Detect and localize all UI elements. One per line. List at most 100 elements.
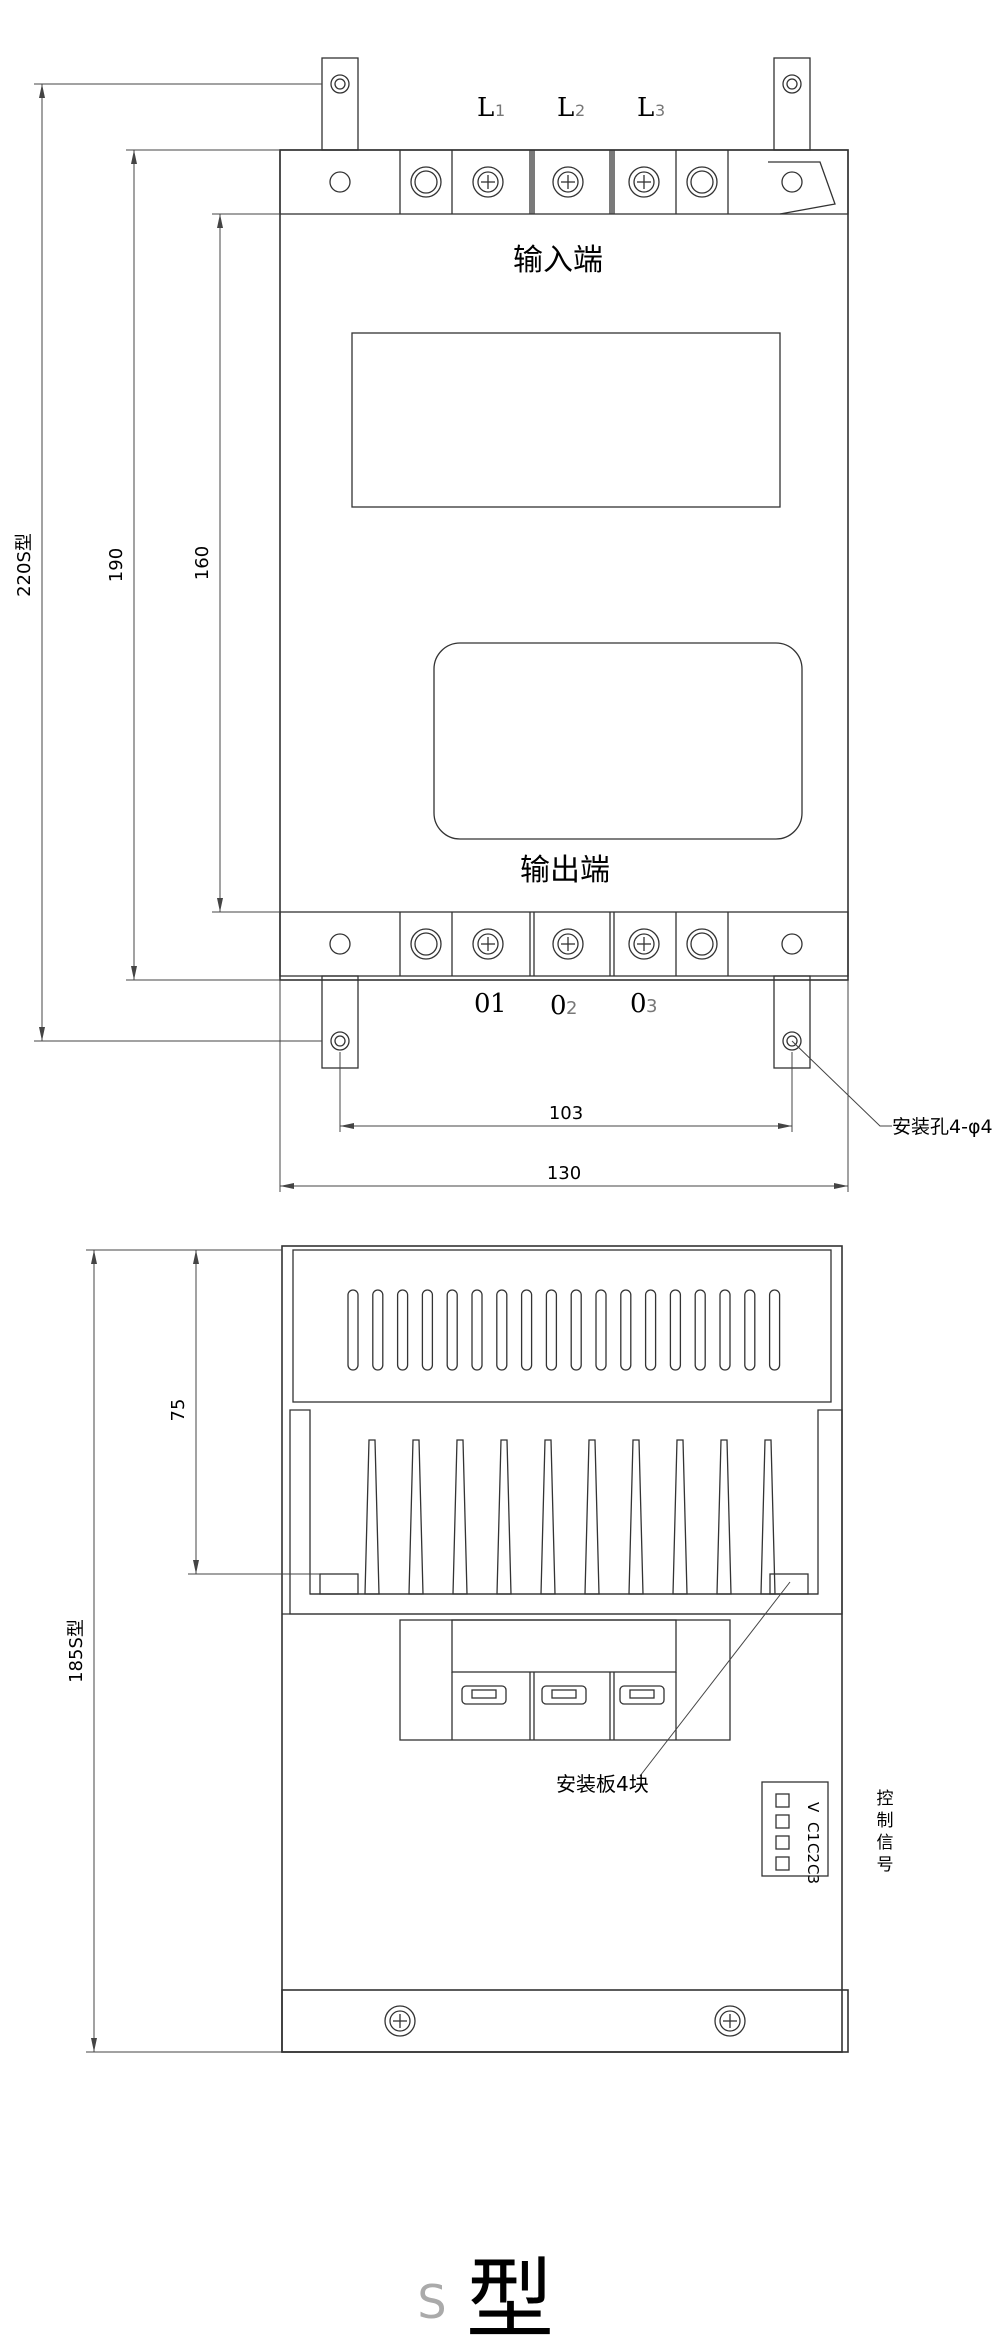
vent-slot bbox=[421, 1289, 434, 1371]
vent-slot bbox=[347, 1289, 359, 1371]
vent-slot bbox=[396, 1289, 409, 1371]
vent-slot bbox=[446, 1289, 458, 1371]
dim-103: 103 bbox=[339, 1052, 793, 1132]
label-01-main: 0 bbox=[474, 989, 491, 1019]
label-02-sub: 2 bbox=[566, 998, 577, 1019]
heatsink-fin bbox=[760, 1439, 776, 1595]
vent-slot bbox=[644, 1289, 657, 1371]
heatsink-fin bbox=[452, 1439, 468, 1595]
top-left-hole bbox=[329, 171, 351, 193]
mount-plate-note: 安装板4块 bbox=[556, 1581, 791, 1796]
svg-text:号: 号 bbox=[877, 1855, 894, 1875]
side-view: 75 185S型 安装板4块 V C1 C2 C3 控 制 信 bbox=[66, 1245, 894, 2053]
svg-text:185S型: 185S型 bbox=[66, 1619, 87, 1683]
output-end-title: 输出端 bbox=[520, 853, 610, 888]
side-terminal-block bbox=[399, 1619, 731, 1741]
input-terminal-labels: L 1 L 2 L 3 bbox=[477, 93, 665, 123]
vent-slot bbox=[545, 1289, 558, 1371]
vent-slot bbox=[719, 1289, 731, 1371]
pin-label-c2: C2 bbox=[804, 1843, 822, 1863]
vent-slot bbox=[595, 1289, 607, 1371]
svg-text:控: 控 bbox=[877, 1789, 894, 1809]
label-l1-sub: 1 bbox=[495, 101, 505, 120]
output-screw-03 bbox=[628, 928, 660, 960]
pin-label-c1: C1 bbox=[804, 1822, 822, 1842]
heatsink-fins bbox=[364, 1439, 776, 1595]
input-terminal-strip bbox=[279, 149, 849, 215]
label-l2-sub: 2 bbox=[575, 101, 585, 120]
output-terminal-strip bbox=[279, 911, 849, 977]
heatsink-fin bbox=[540, 1439, 556, 1595]
bottom-right-hole bbox=[781, 933, 803, 955]
input-aux-terminal-left bbox=[410, 166, 442, 198]
vent-slot bbox=[669, 1289, 682, 1371]
dim-185: 185S型 bbox=[66, 1249, 282, 2053]
svg-text:160: 160 bbox=[192, 546, 213, 580]
heatsink-fin bbox=[628, 1439, 644, 1595]
svg-text:220S型: 220S型 bbox=[14, 533, 35, 597]
output-aux-terminal-right bbox=[686, 928, 718, 960]
connector-pin bbox=[775, 1814, 790, 1829]
pin-label-v: V bbox=[804, 1802, 822, 1813]
heatsink-fin bbox=[496, 1439, 512, 1595]
dim-75: 75 bbox=[168, 1249, 320, 1575]
side-body-outline bbox=[281, 1245, 843, 2053]
heatsink-fin bbox=[672, 1439, 688, 1595]
connector-pin bbox=[775, 1793, 790, 1808]
vent-slot bbox=[694, 1289, 706, 1371]
mount-hole-note: 安装孔4-φ4 bbox=[791, 1040, 993, 1138]
input-aux-terminal-right bbox=[686, 166, 718, 198]
input-screw-l3 bbox=[628, 166, 660, 198]
label-l3-main: L bbox=[637, 93, 654, 123]
vent-slot bbox=[471, 1289, 483, 1371]
dim-190: 190 bbox=[106, 149, 280, 981]
dim-160: 160 bbox=[192, 213, 280, 913]
display-window bbox=[351, 332, 781, 508]
label-01-sub: 1 bbox=[490, 989, 507, 1019]
bottom-left-hole bbox=[329, 933, 351, 955]
svg-text:103: 103 bbox=[549, 1103, 583, 1124]
type-footer: S 型 bbox=[417, 2248, 554, 2342]
connector-pin bbox=[775, 1856, 790, 1871]
vent-slot bbox=[496, 1289, 508, 1371]
vent-slot bbox=[570, 1289, 582, 1371]
label-03-main: 0 bbox=[630, 989, 647, 1019]
connector-pin bbox=[775, 1835, 790, 1850]
label-03-sub: 3 bbox=[646, 996, 657, 1017]
heatsink-fin bbox=[716, 1439, 732, 1595]
bottom-mount-plate bbox=[281, 1989, 849, 2053]
vent-slot bbox=[372, 1289, 384, 1371]
vent-slot bbox=[744, 1289, 756, 1371]
type-char: 型 bbox=[466, 2248, 554, 2342]
type-prefix: S bbox=[417, 2275, 446, 2329]
output-screw-02 bbox=[552, 928, 584, 960]
output-terminal-labels: 0 1 0 2 0 3 bbox=[474, 989, 657, 1021]
svg-text:75: 75 bbox=[168, 1399, 189, 1422]
control-connector: V C1 C2 C3 bbox=[761, 1781, 829, 1884]
control-signal-label: 控 制 信 号 bbox=[877, 1789, 894, 1875]
front-view: L 1 L 2 L 3 bbox=[14, 57, 993, 1192]
svg-text:制: 制 bbox=[877, 1811, 894, 1831]
dim-220: 220S型 bbox=[14, 83, 322, 1042]
label-l1-main: L bbox=[477, 93, 494, 123]
svg-text:安装孔4-φ4: 安装孔4-φ4 bbox=[892, 1116, 993, 1138]
input-screw-l2 bbox=[552, 166, 584, 198]
vent-panel bbox=[292, 1249, 832, 1403]
top-right-hole bbox=[781, 171, 803, 193]
label-l2-main: L bbox=[557, 93, 574, 123]
heatsink-fin bbox=[408, 1439, 424, 1595]
heatsink-fin bbox=[584, 1439, 600, 1595]
top-right-mount-tab bbox=[773, 57, 811, 151]
vent-slot bbox=[520, 1289, 533, 1371]
output-screw-01 bbox=[472, 928, 504, 960]
svg-text:安装板4块: 安装板4块 bbox=[556, 1772, 649, 1796]
input-screw-l1 bbox=[472, 166, 504, 198]
pin-label-c3: C3 bbox=[804, 1864, 822, 1884]
top-left-mount-tab bbox=[321, 57, 359, 151]
vent-slots bbox=[347, 1289, 781, 1371]
dim-130: 130 bbox=[279, 980, 849, 1192]
svg-text:信: 信 bbox=[877, 1833, 894, 1853]
svg-text:190: 190 bbox=[106, 548, 127, 582]
vent-slot bbox=[768, 1289, 781, 1371]
